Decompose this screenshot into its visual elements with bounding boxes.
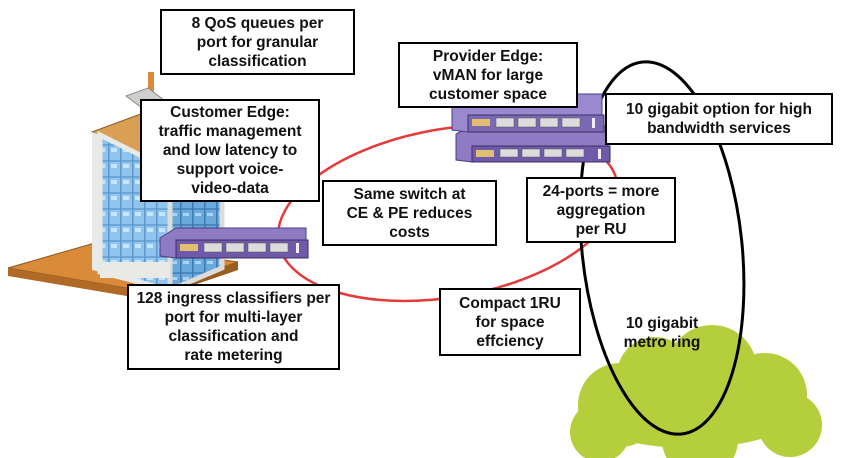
label-metro-ring: 10 gigabit metro ring <box>623 315 701 351</box>
callout-compact-1ru: Compact 1RU for space effciency <box>439 288 581 356</box>
callout-ingress-classifiers: 128 ingress classifiers per port for mul… <box>127 284 340 370</box>
callout-ten-gig-option: 10 gigabit option for high bandwidth ser… <box>605 93 833 145</box>
cloud-icon <box>570 325 822 458</box>
callout-qos-queues: 8 QoS queues per port for granular class… <box>160 9 355 75</box>
metro-ring <box>578 60 746 436</box>
callout-same-switch: Same switch at CE & PE reduces costs <box>322 180 497 246</box>
callout-provider-edge: Provider Edge: vMAN for large customer s… <box>398 42 578 108</box>
callout-ports-24: 24-ports = more aggregation per RU <box>526 177 676 243</box>
callout-customer-edge: Customer Edge: traffic management and lo… <box>140 99 320 202</box>
switch-icon <box>455 125 611 163</box>
switch-icon <box>159 227 309 259</box>
